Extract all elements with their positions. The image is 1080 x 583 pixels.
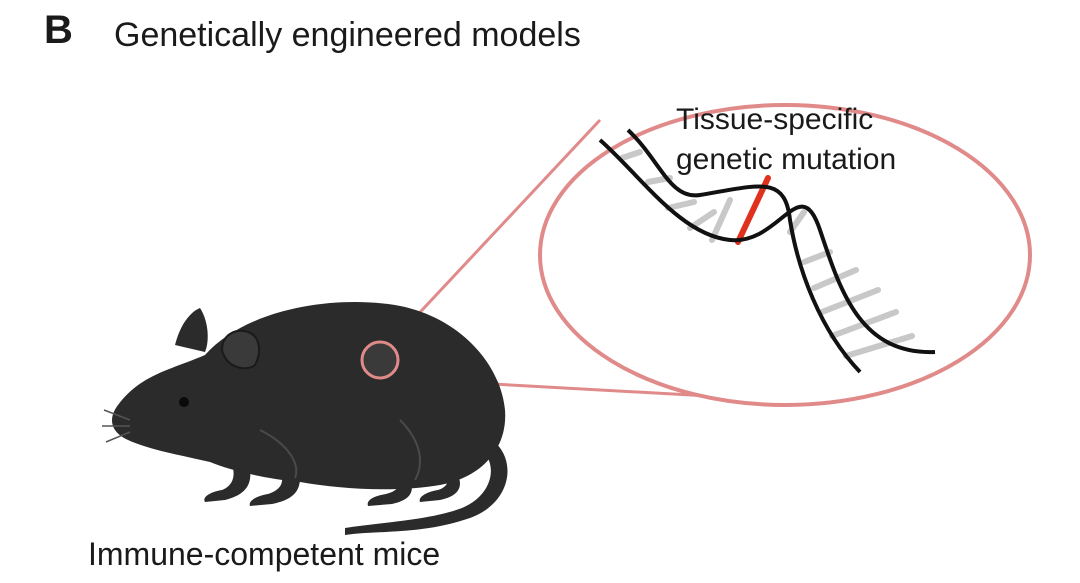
mouse-silhouette <box>112 302 508 535</box>
panel-letter: B <box>44 8 73 52</box>
eye-icon <box>179 397 189 407</box>
mouse-caption: Immune-competent mice <box>88 536 441 572</box>
callout-label: Tissue-specific genetic mutation <box>676 100 896 180</box>
callout-line-1: Tissue-specific <box>676 103 874 136</box>
body-contour-lines <box>259 419 421 481</box>
mutation-base-pair <box>735 175 771 245</box>
sampled-tissue-spot <box>360 340 400 380</box>
ear-icon <box>220 330 261 370</box>
callout-line-2: genetic mutation <box>676 143 897 176</box>
whiskers <box>102 409 131 443</box>
panel-title: Genetically engineered models <box>114 16 581 54</box>
dna-strand-2 <box>626 128 862 374</box>
